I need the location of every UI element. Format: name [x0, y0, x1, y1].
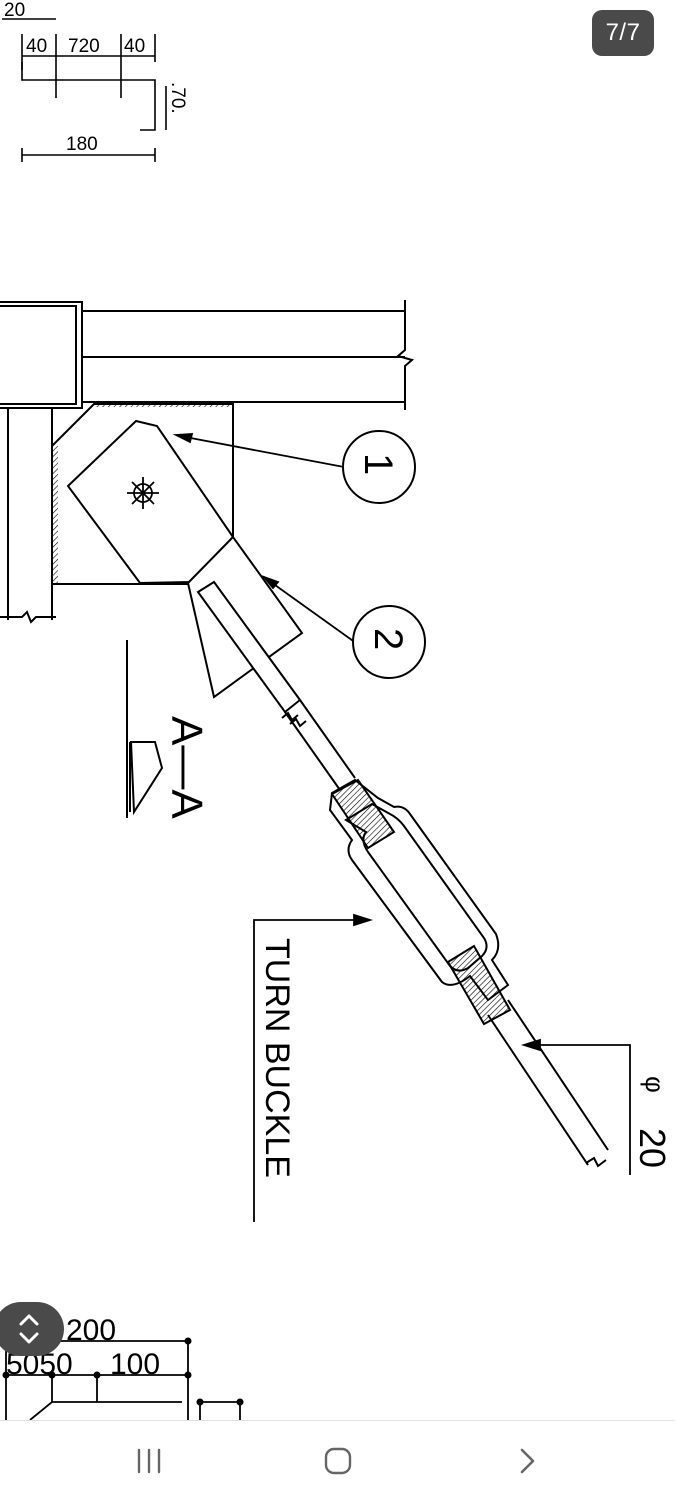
fast-scroll-handle[interactable]	[0, 1302, 64, 1356]
callout-leaders	[172, 433, 631, 1222]
section-label: A—A	[162, 716, 211, 819]
callout-circle-1	[342, 430, 416, 504]
rod-diameter-symbol: φ	[640, 1076, 670, 1093]
bolt-symbol	[127, 477, 159, 509]
callout-number-2: 2	[366, 628, 410, 650]
recent-apps-button[interactable]	[119, 1439, 179, 1483]
turnbuckle-body	[328, 778, 609, 1168]
engineering-drawing: 20 40 720 40 .70. 180	[0, 0, 673, 1420]
dim-overall: 180	[66, 134, 98, 155]
callout-circle-2	[352, 605, 426, 679]
turnbuckle-label: TURN BUCKLE	[258, 938, 296, 1178]
dim-right-edge: 40	[124, 36, 145, 57]
system-navigation-bar	[0, 1420, 675, 1500]
page-counter-badge: 7/7	[592, 10, 654, 56]
dim-middle: 720	[68, 36, 100, 57]
dim-left-edge: 40	[26, 36, 47, 57]
scroll-up-down-icon	[19, 1314, 39, 1344]
home-button[interactable]	[308, 1439, 368, 1483]
top-dimension-sketch	[2, 18, 167, 162]
dim-height: .70.	[167, 82, 188, 114]
clevis-and-rod	[186, 535, 356, 791]
steel-beam	[82, 300, 415, 410]
back-chevron-icon	[520, 1448, 535, 1474]
document-viewer[interactable]: 20 40 720 40 .70. 180	[0, 0, 675, 1420]
rod-diameter-value: 20	[632, 1128, 673, 1168]
back-button[interactable]	[497, 1439, 557, 1483]
callout-number-1: 1	[356, 453, 400, 475]
gusset-plate	[51, 402, 235, 585]
recent-apps-icon	[137, 1448, 161, 1474]
steel-column	[0, 301, 83, 624]
dim-top-small: 20	[4, 0, 25, 21]
dim-bottom-mid: 100	[110, 1348, 160, 1381]
dim-bottom-total: 200	[66, 1314, 116, 1347]
section-marker	[126, 640, 164, 818]
home-icon	[324, 1447, 352, 1475]
